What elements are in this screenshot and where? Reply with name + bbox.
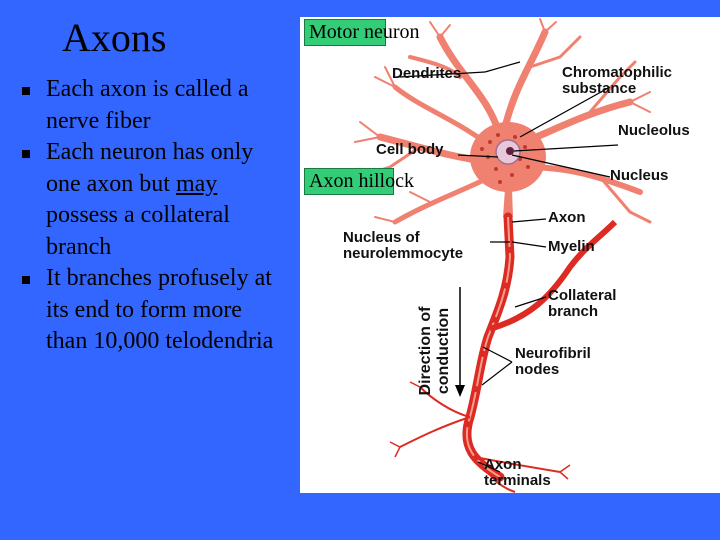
axon-terminals-label: Axon terminals	[484, 456, 551, 489]
collateral-branch-label: Collateral branch	[548, 287, 617, 320]
cell-body-drawing	[470, 122, 546, 217]
bullet-text-part: Each neuron has only one axon but	[46, 139, 254, 197]
bullet-text-part: possess a collateral branch	[46, 202, 230, 260]
bullet-text-underlined: may	[175, 170, 218, 197]
chromatophilic-label: Chromatophilic substance	[562, 64, 673, 97]
axon-drawing	[389, 212, 618, 493]
bullet-icon	[22, 87, 30, 95]
axon-hillock-tag: Axon hillock	[304, 168, 414, 195]
nucleus-label: Nucleus	[610, 167, 669, 184]
nucleolus-label: Nucleolus	[618, 122, 690, 139]
dendrites-drawing	[354, 18, 652, 225]
axon-label: Axon	[548, 209, 586, 226]
slide-title: Axons	[62, 15, 167, 60]
bullet-list: Each axon is called a nerve fiber Each n…	[22, 74, 282, 358]
neuron-diagram: Motor neuron Axon hillock Dendrites Chro…	[300, 17, 720, 493]
leader-lines	[399, 61, 619, 473]
motor-neuron-tag: Motor neuron	[304, 19, 420, 46]
myelin-label: Myelin	[548, 238, 595, 255]
bullet-item: It branches profusely at its end to form…	[22, 263, 282, 358]
bullet-icon	[22, 276, 30, 284]
bullet-text: It branches profusely at its end to form…	[46, 265, 274, 354]
direction-of-conduction-label: Direction of conduction	[417, 306, 452, 396]
bullet-item: Each axon is called a nerve fiber	[22, 74, 282, 137]
bullet-text: Each axon is called a nerve fiber	[46, 76, 249, 134]
dendrites-label: Dendrites	[392, 65, 462, 82]
bullet-icon	[22, 150, 30, 158]
cell-body-label: Cell body	[376, 141, 444, 158]
bullet-item: Each neuron has only one axon but may po…	[22, 137, 282, 263]
direction-arrow	[455, 287, 465, 397]
neurofibril-nodes-label: Neurofibril nodes	[515, 345, 591, 378]
nucleus-neurolemmocyte-label: Nucleus of neurolemmocyte	[343, 229, 464, 262]
neuron-illustration	[354, 18, 652, 493]
